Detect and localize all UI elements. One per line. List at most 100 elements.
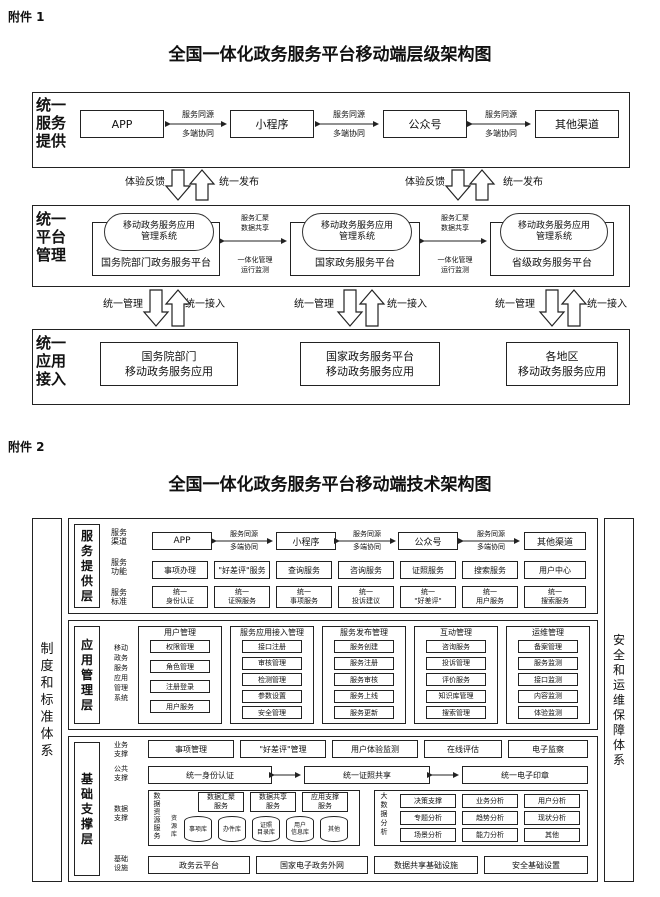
biz-support-item: 电子监察 xyxy=(508,740,588,758)
app-group-item: 检测管理 xyxy=(242,673,302,686)
app-layer-label-box: 应 用 管 理 层 xyxy=(74,626,100,724)
app-group-item: 服务监测 xyxy=(518,656,578,670)
security-system-frame: 安 全 和 运 维 保 障 体 系 xyxy=(604,518,634,882)
down-arrow-icon xyxy=(336,289,364,327)
platform-link-label: 一体化管理 xyxy=(437,256,473,264)
biz-support-item: 用户体验监测 xyxy=(332,740,418,758)
app-group-title: 运维管理 xyxy=(532,628,564,637)
row-label-infra: 基础 设施 xyxy=(114,855,128,872)
infra-item: 国家电子政务外网 xyxy=(256,856,368,874)
up-arrow-icon xyxy=(188,169,216,201)
analysis-item: 决策支撑 xyxy=(400,794,456,808)
publish-label: 统一发布 xyxy=(219,177,259,188)
channel-link-label-a: 服务同源 xyxy=(353,530,381,538)
database-cylinder-icon: 证照 目录库 xyxy=(252,816,280,842)
standard-item: 统一 投诉建议 xyxy=(338,586,394,608)
big-data-label: 大 数 据 分 析 xyxy=(380,792,388,836)
security-system-label: 安 全 和 运 维 保 障 体 系 xyxy=(612,632,625,767)
function-item: 证照服务 xyxy=(400,561,456,579)
app-group-item: 角色管理 xyxy=(150,660,210,673)
figure-note-1: 附件 1 xyxy=(8,10,45,24)
cloud-label: 移动政务服务应用 管理系统 xyxy=(320,221,393,242)
app-group-item: 咨询服务 xyxy=(426,640,486,653)
standard-item: 统一 身份认证 xyxy=(152,586,208,608)
database-cylinder-icon: 用户 信息库 xyxy=(286,816,314,842)
app-group-item: 服务审核 xyxy=(334,673,394,686)
channel-link-label-a: 服务同源 xyxy=(333,110,365,119)
app-group-item: 服务注册 xyxy=(334,656,394,670)
row-label-biz-support: 业务 支撑 xyxy=(114,741,128,758)
function-item: 查询服务 xyxy=(276,561,332,579)
app-group-item: 搜索管理 xyxy=(426,706,486,719)
app-national: 国家政务服务平台 移动政务服务应用 xyxy=(300,342,440,386)
service-layer-label: 服 务 提 供 层 xyxy=(80,528,93,603)
public-support-item: 统一身份认证 xyxy=(148,766,272,784)
database-cylinder-icon: 办件库 xyxy=(218,816,246,842)
app-group-title: 服务发布管理 xyxy=(340,628,388,637)
app-group-item: 服务上线 xyxy=(334,689,394,703)
analysis-item: 其他 xyxy=(524,828,580,842)
app-group-item: 备案管理 xyxy=(518,640,578,653)
analysis-item: 业务分析 xyxy=(462,794,518,808)
standard-item: 统一 证照服务 xyxy=(214,586,270,608)
channel-mini-program: 小程序 xyxy=(276,532,336,550)
feedback-label: 体验反馈 xyxy=(125,177,165,188)
app-group-item: 注册登录 xyxy=(150,680,210,693)
data-service-item: 应用支撑 服务 xyxy=(302,792,348,812)
manage-label: 统一管理 xyxy=(294,299,334,310)
standard-item: 统一 事项服务 xyxy=(276,586,332,608)
public-support-item: 统一电子印章 xyxy=(462,766,588,784)
analysis-item: 场景分析 xyxy=(400,828,456,842)
database-cylinder-icon: 其他 xyxy=(320,816,348,842)
down-arrow-icon xyxy=(444,169,472,201)
standards-system-label: 制 度 和 标 准 体 系 xyxy=(40,641,54,759)
analysis-item: 趋势分析 xyxy=(462,811,518,825)
row-label-data-support: 数据 支撑 xyxy=(114,805,128,822)
channel-app: APP xyxy=(80,110,164,138)
channel-official-account: 公众号 xyxy=(398,532,458,550)
service-layer-label-box: 服 务 提 供 层 xyxy=(74,524,100,608)
app-group-item: 评价服务 xyxy=(426,673,486,686)
standard-item: 统一 搜索服务 xyxy=(524,586,586,608)
function-item: "好差评"服务 xyxy=(214,561,270,579)
infra-item: 政务云平台 xyxy=(148,856,250,874)
access-label: 统一接入 xyxy=(185,299,225,310)
feedback-label: 体验反馈 xyxy=(405,177,445,188)
channel-link-label-a: 服务同源 xyxy=(485,110,517,119)
row-label-channels: 服务 渠道 xyxy=(111,528,127,546)
function-item: 咨询服务 xyxy=(338,561,394,579)
figure-title-1: 全国一体化政务服务平台移动端层级架构图 xyxy=(168,45,492,65)
standard-item: 统一 "好差评" xyxy=(400,586,456,608)
cloud-label: 移动政务服务应用 管理系统 xyxy=(122,221,195,242)
channel-other: 其他渠道 xyxy=(524,532,586,550)
down-arrow-icon xyxy=(142,289,170,327)
infra-item: 数据共享基础设施 xyxy=(374,856,478,874)
base-layer-label-box: 基 础 支 撑 层 xyxy=(74,742,100,876)
app-group-item: 接口注册 xyxy=(242,640,302,653)
channel-link-label-b: 多端协同 xyxy=(333,129,365,138)
app-group-item: 知识库管理 xyxy=(426,689,486,703)
function-item: 用户中心 xyxy=(524,561,586,579)
figure-title-2: 全国一体化政务服务平台移动端技术架构图 xyxy=(168,475,492,495)
biz-support-item: "好差评"管理 xyxy=(240,740,326,758)
down-arrow-icon xyxy=(538,289,566,327)
platform-link-label: 运行监测 xyxy=(241,266,269,274)
up-arrow-icon xyxy=(164,289,192,327)
figure-note-2: 附件 2 xyxy=(8,440,45,454)
app-state-council: 国务院部门 移动政务服务应用 xyxy=(100,342,238,386)
up-arrow-icon xyxy=(560,289,588,327)
manage-label: 统一管理 xyxy=(103,299,143,310)
cloud-icon: 移动政务服务应用 管理系统 xyxy=(302,213,412,251)
platform-link-label: 数据共享 xyxy=(441,224,469,232)
analysis-item: 能力分析 xyxy=(462,828,518,842)
base-layer-label: 基 础 支 撑 层 xyxy=(80,771,93,846)
app-group-title: 服务应用接入管理 xyxy=(240,628,304,637)
function-item: 搜索服务 xyxy=(462,561,518,579)
app-group-title: 用户管理 xyxy=(164,628,196,637)
resource-pool-label: 资 源 库 xyxy=(170,815,177,838)
cloud-icon: 移动政务服务应用 管理系统 xyxy=(104,213,214,251)
app-group-item: 投诉管理 xyxy=(426,656,486,670)
cloud-icon: 移动政务服务应用 管理系统 xyxy=(500,213,608,251)
analysis-item: 现状分析 xyxy=(524,811,580,825)
